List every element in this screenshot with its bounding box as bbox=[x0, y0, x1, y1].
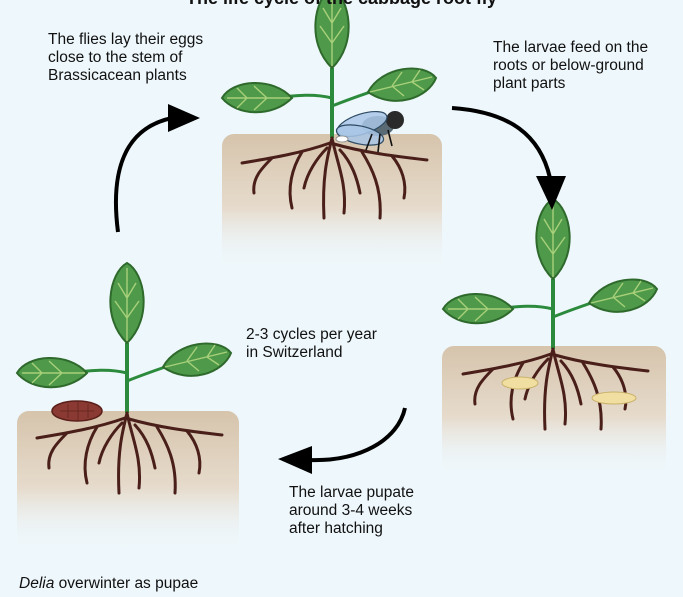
step-larvae-feed: The larvae feed on the roots or below-gr… bbox=[493, 39, 683, 93]
step-overwinter: Delia overwinter as pupae bbox=[19, 557, 279, 593]
step-pupate: The larvae pupate around 3-4 weeks after… bbox=[289, 484, 469, 538]
arrow-up-right bbox=[116, 104, 200, 232]
panel-right bbox=[442, 199, 666, 476]
arrow-down-left bbox=[278, 408, 405, 474]
larva-left bbox=[502, 377, 538, 389]
diagram-title: The life cycle of the cabbage root fly bbox=[0, 0, 683, 8]
step-cycles: 2-3 cycles per year in Switzerland bbox=[246, 326, 436, 362]
overwinter-text: overwinter as pupae bbox=[54, 575, 198, 592]
panel-left bbox=[17, 263, 239, 551]
genus-name: Delia bbox=[19, 575, 54, 592]
arrow-down-right bbox=[452, 108, 566, 210]
step-lay-eggs: The flies lay their eggs close to the st… bbox=[48, 31, 268, 85]
larva-right bbox=[592, 392, 636, 404]
